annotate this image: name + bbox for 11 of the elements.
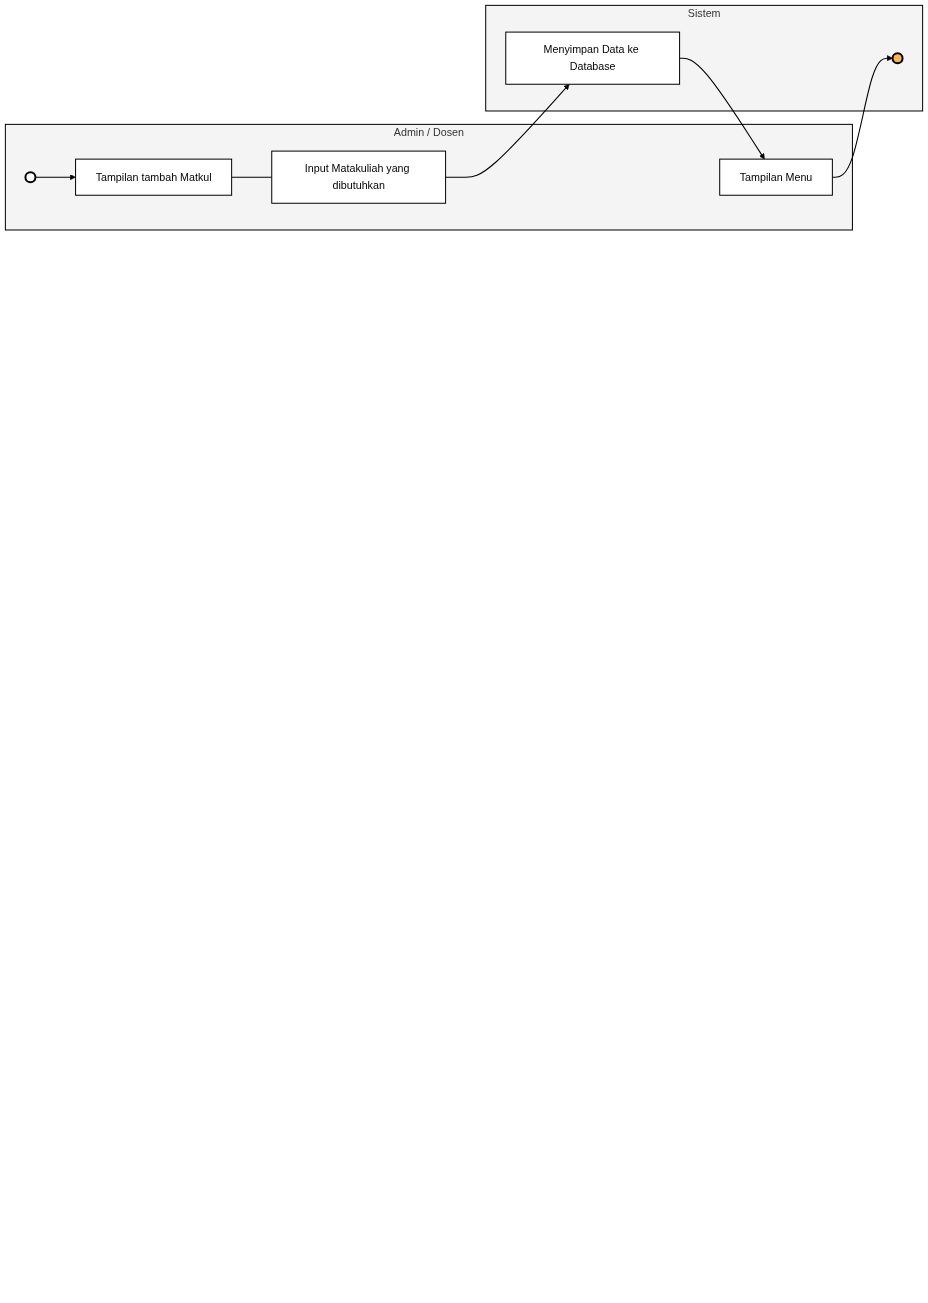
arrow (34, 174, 76, 181)
node-circle (891, 52, 904, 65)
node-box: Tampilan Menu (719, 158, 833, 196)
arrow (445, 84, 570, 178)
node-box: Tampilan tambah Matkul (75, 158, 233, 196)
node-box: Input Matakuliah yang dibutuhkan (271, 150, 447, 204)
arrow (679, 57, 765, 160)
connector (231, 176, 273, 178)
arrow (831, 55, 893, 178)
node-circle (24, 171, 37, 184)
node-box: Menyimpan Data ke Database (505, 31, 681, 85)
